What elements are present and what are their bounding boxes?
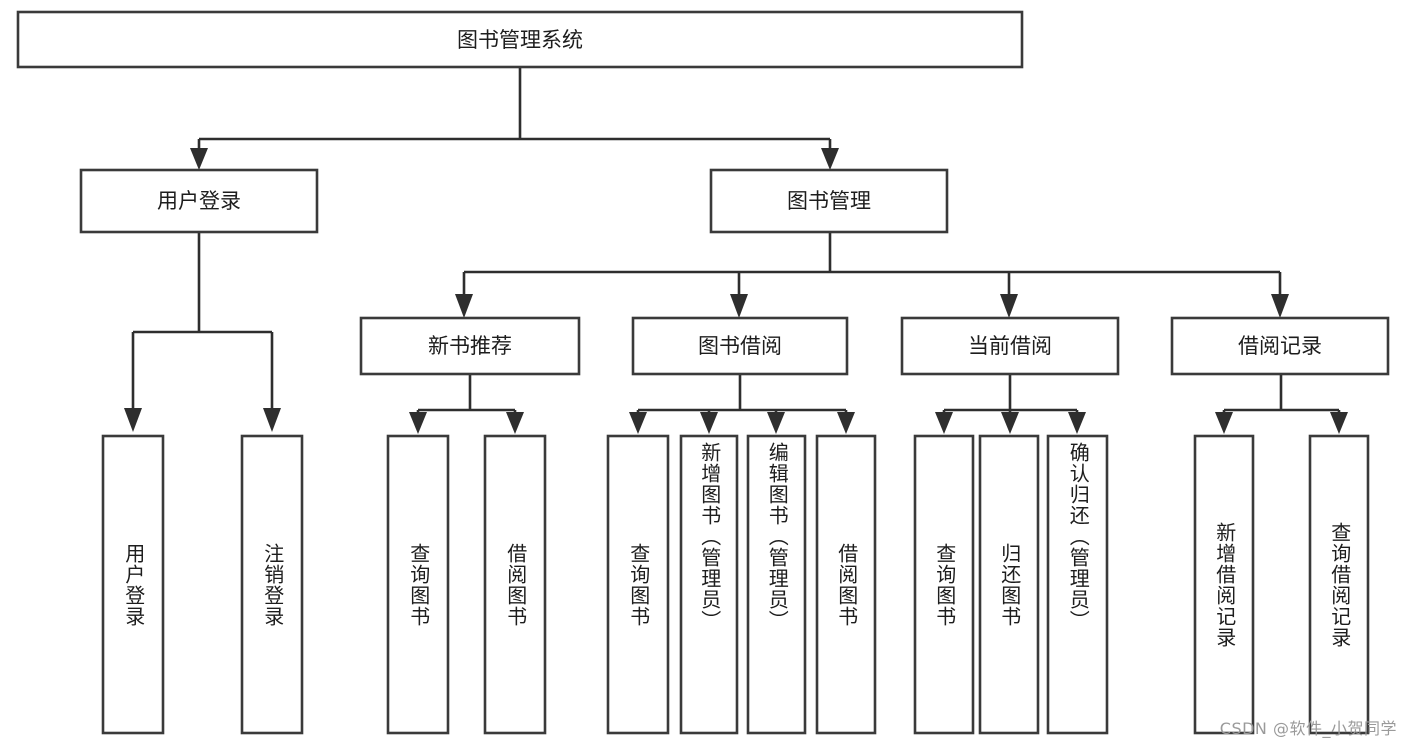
arrow-head-leaf-logout xyxy=(263,408,281,432)
leaf-box-cb-query-book[interactable] xyxy=(913,434,975,735)
arrow-head-book-borrow xyxy=(730,294,748,318)
connector-group-book-borrow xyxy=(629,374,855,434)
leaf-box-logout[interactable] xyxy=(240,434,304,735)
arrow-head-book-manage xyxy=(821,148,839,170)
leaf-box-bb-edit-book[interactable] xyxy=(746,434,807,735)
leaf-box-bb-add-book[interactable] xyxy=(679,434,739,735)
connector-group-borrow-record xyxy=(1215,374,1348,434)
node-user-login[interactable]: 用户登录 xyxy=(79,168,319,234)
connector-group-current-borrow xyxy=(935,374,1086,434)
arrow-head-bb-edit xyxy=(767,412,785,434)
leaf-box-user-login[interactable] xyxy=(101,434,165,735)
leaf-box-nbr-borrow-book[interactable] xyxy=(483,434,547,735)
arrow-head-bb-query xyxy=(629,412,647,434)
arrow-head-br-query xyxy=(1330,412,1348,434)
arrow-head-cb-query xyxy=(935,412,953,434)
leaf-box-bb-borrow-book[interactable] xyxy=(815,434,877,735)
connector-group-new-book-rec xyxy=(409,374,524,434)
node-borrow-record-box[interactable] xyxy=(1170,316,1390,376)
arrow-head-leaf-user-login xyxy=(124,408,142,432)
node-user-login-box[interactable] xyxy=(79,168,319,234)
arrow-head-new-book-rec xyxy=(455,294,473,318)
connector-group-root xyxy=(190,67,839,170)
node-new-book-recommend-label: 新书推荐 xyxy=(428,334,512,358)
node-root-label: 图书管理系统 xyxy=(457,28,583,52)
node-book-manage-box[interactable] xyxy=(709,168,949,234)
node-current-borrow-label: 当前借阅 xyxy=(968,334,1052,358)
leaf-box-nbr-query-book[interactable] xyxy=(386,434,450,735)
csdn-watermark: CSDN @软件_小贺同学 xyxy=(1219,719,1397,738)
leaf-box-cb-confirm-return[interactable] xyxy=(1046,434,1109,735)
connector-group-book-manage xyxy=(455,232,1289,318)
arrow-head-bb-borrow xyxy=(837,412,855,434)
node-book-borrow[interactable]: 图书借阅 xyxy=(631,316,849,376)
node-current-borrow[interactable]: 当前借阅 xyxy=(900,316,1120,376)
node-current-borrow-box[interactable] xyxy=(900,316,1120,376)
arrow-head-nbr-query xyxy=(409,412,427,434)
node-book-manage-label: 图书管理 xyxy=(787,189,871,213)
arrow-head-current-borrow xyxy=(1000,294,1018,318)
arrow-head-borrow-record xyxy=(1271,294,1289,318)
arrow-head-cb-confirm xyxy=(1068,412,1086,434)
arrow-head-nbr-borrow xyxy=(506,412,524,434)
connector-group-user-login xyxy=(124,232,281,432)
node-borrow-record-label: 借阅记录 xyxy=(1238,334,1322,358)
leaf-box-br-query-record[interactable] xyxy=(1308,434,1370,735)
node-root[interactable]: 图书管理系统 xyxy=(16,10,1024,69)
leaf-box-br-add-record[interactable] xyxy=(1193,434,1255,735)
leaf-box-group xyxy=(101,434,1370,735)
arrow-head-cb-return xyxy=(1001,412,1019,434)
arrow-head-bb-add xyxy=(700,412,718,434)
node-borrow-record[interactable]: 借阅记录 xyxy=(1170,316,1390,376)
node-book-borrow-label: 图书借阅 xyxy=(698,334,782,358)
node-book-borrow-box[interactable] xyxy=(631,316,849,376)
node-new-book-recommend[interactable]: 新书推荐 xyxy=(359,316,581,376)
leaf-box-bb-query-book[interactable] xyxy=(606,434,670,735)
node-user-login-label: 用户登录 xyxy=(157,189,241,213)
node-new-book-recommend-box[interactable] xyxy=(359,316,581,376)
node-book-manage[interactable]: 图书管理 xyxy=(709,168,949,234)
leaf-box-cb-return-book[interactable] xyxy=(978,434,1040,735)
arrow-head-user-login xyxy=(190,148,208,170)
arrow-head-br-add xyxy=(1215,412,1233,434)
node-root-box[interactable] xyxy=(16,10,1024,69)
